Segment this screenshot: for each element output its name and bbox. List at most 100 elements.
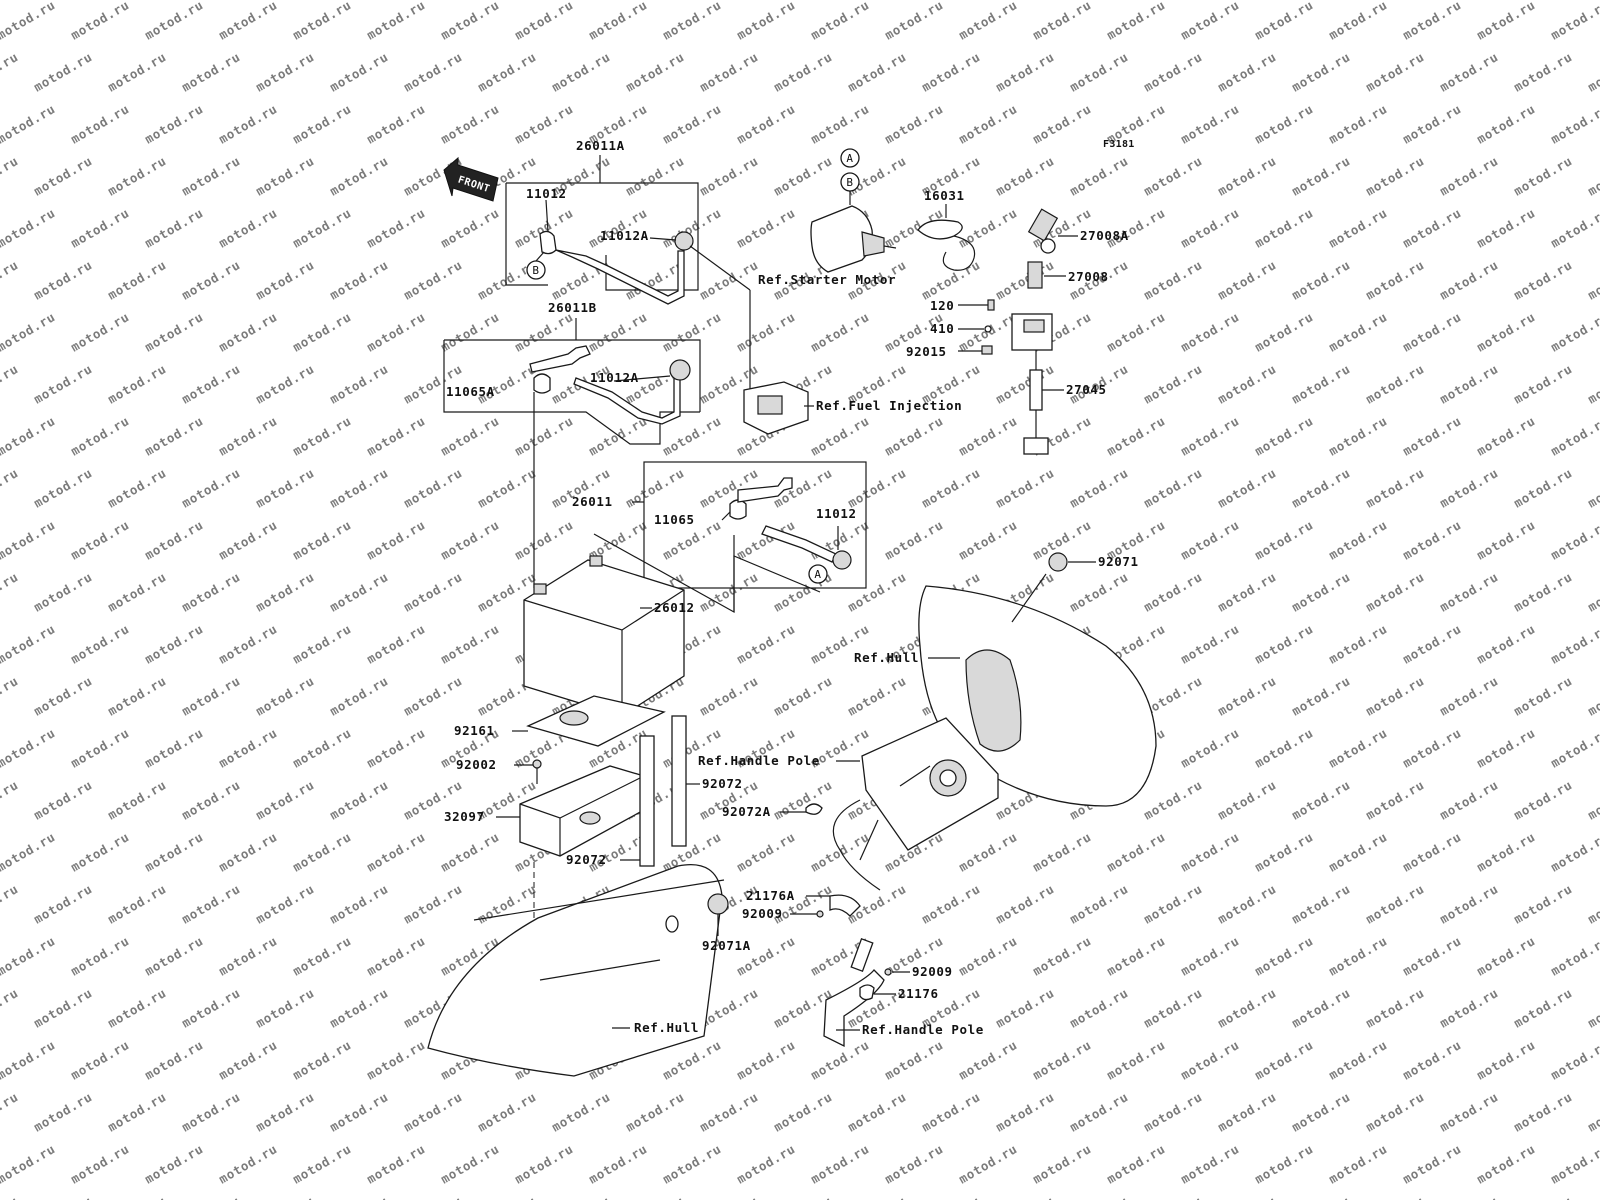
watermark-text: motod.ru [1585,1089,1600,1134]
circle-marker-a-mid-label: A [814,568,821,581]
hull-right-group [918,552,1157,807]
watermark-text: motod.ru [512,309,576,354]
strap-92072-left-icon [639,735,655,867]
cable-26011-group: A [593,461,867,614]
watermark-text: motod.ru [1326,829,1390,874]
watermark-text: motod.ru [808,101,872,146]
watermark-text: motod.ru [1215,1193,1279,1200]
watermark-text: motod.ru [401,569,465,614]
watermark-text: motod.ru [1326,1141,1390,1186]
watermark-text: motod.ru [327,465,391,510]
watermark-text: motod.ru [438,621,502,666]
watermark-text: motod.ru [697,49,761,94]
watermark-text: motod.ru [0,153,21,198]
watermark-text: motod.ru [68,933,132,978]
watermark-text: motod.ru [1252,413,1316,458]
part-number-92072-right: 92072 [702,776,743,791]
watermark-text: motod.ru [290,413,354,458]
watermark-text: motod.ru [179,1193,243,1200]
watermark-text: motod.ru [253,569,317,614]
watermark-text: motod.ru [68,1037,132,1082]
watermark-text: motod.ru [734,829,798,874]
watermark-text: motod.ru [734,101,798,146]
watermark-text: motod.ru [0,361,21,406]
watermark-text: motod.ru [1141,985,1205,1030]
watermark-text: motod.ru [549,1089,613,1134]
watermark-text: motod.ru [623,1089,687,1134]
watermark-text: motod.ru [475,881,539,926]
cable-26011B-group [443,318,701,588]
key-27008A-icon [1027,208,1059,242]
watermark-text: motod.ru [142,517,206,562]
watermark-text: motod.ru [1548,1037,1600,1082]
watermark-text: motod.ru [31,985,95,1030]
straps-92072-group [620,715,700,867]
watermark-text: motod.ru [1363,673,1427,718]
watermark-text: motod.ru [1178,0,1242,43]
part-number-26011: 26011 [572,494,613,509]
watermark-text: motod.ru [105,985,169,1030]
watermark-text: motod.ru [1326,0,1390,43]
watermark-text: motod.ru [31,1089,95,1134]
watermark-text: motod.ru [1289,257,1353,302]
watermark-text: motod.ru [68,413,132,458]
watermark-text: motod.ru [1178,413,1242,458]
watermark-text: motod.ru [216,933,280,978]
watermark-text: motod.ru [1104,309,1168,354]
part-number-92071A: 92071A [702,938,751,953]
watermark-text: motod.ru [1067,881,1131,926]
watermark-text: motod.ru [0,985,21,1030]
watermark-text: motod.ru [1548,205,1600,250]
watermark-text: motod.ru [1548,933,1600,978]
watermark-text: motod.ru [1030,933,1094,978]
watermark-text: motod.ru [1474,933,1538,978]
watermark-text: motod.ru [1363,777,1427,822]
watermark-text: motod.ru [1030,1037,1094,1082]
watermark-text: motod.ru [1511,569,1575,614]
watermark-text: motod.ru [179,361,243,406]
watermark-text: motod.ru [1548,621,1600,666]
part-number-120: 120 [930,298,954,313]
watermark-text: motod.ru [1289,881,1353,926]
watermark-text: motod.ru [216,725,280,770]
watermark-text: motod.ru [1400,933,1464,978]
watermark-text: motod.ru [179,49,243,94]
watermark-text: motod.ru [68,309,132,354]
watermark-text: motod.ru [919,49,983,94]
terminal-cap-11012-mid-icon [832,550,852,570]
watermark-text: motod.ru [0,725,58,770]
lanyard-icon [917,219,963,240]
watermark-text: motod.ru [1511,361,1575,406]
watermark-text: motod.ru [142,621,206,666]
watermark-text: motod.ru [142,933,206,978]
front-arrow-icon: FRONT [443,156,499,202]
watermark-text: motod.ru [253,49,317,94]
watermark-text: motod.ru [1178,101,1242,146]
watermark-text: motod.ru [0,0,58,43]
watermark-text: motod.ru [475,1089,539,1134]
watermark-text: motod.ru [919,1089,983,1134]
grommet-92071A-icon [707,893,729,915]
watermark-text: motod.ru [438,309,502,354]
watermark-text: motod.ru [364,621,428,666]
part-number-26011A: 26011A [576,138,625,153]
watermark-text: motod.ru [290,309,354,354]
watermark-text: motod.ru [1141,465,1205,510]
watermark-text: motod.ru [31,257,95,302]
strap-92072-right-icon [671,715,687,847]
hull-bottom-group [427,864,729,1077]
watermark-text: motod.ru [179,569,243,614]
watermark-text: motod.ru [327,673,391,718]
watermark-text: motod.ru [882,517,946,562]
watermark-text: motod.ru [1400,621,1464,666]
watermark-text: motod.ru [438,1141,502,1186]
watermark-text: motod.ru [327,881,391,926]
ref-starter-motor: Ref.Starter Motor [758,272,896,287]
watermark-text: motod.ru [1548,309,1600,354]
watermark-text: motod.ru [1511,881,1575,926]
watermark-text: motod.ru [734,309,798,354]
watermark-text: motod.ru [31,153,95,198]
watermark-text: motod.ru [586,309,650,354]
watermark-text: motod.ru [1474,725,1538,770]
ref-hull-right: Ref.Hull [854,650,919,665]
